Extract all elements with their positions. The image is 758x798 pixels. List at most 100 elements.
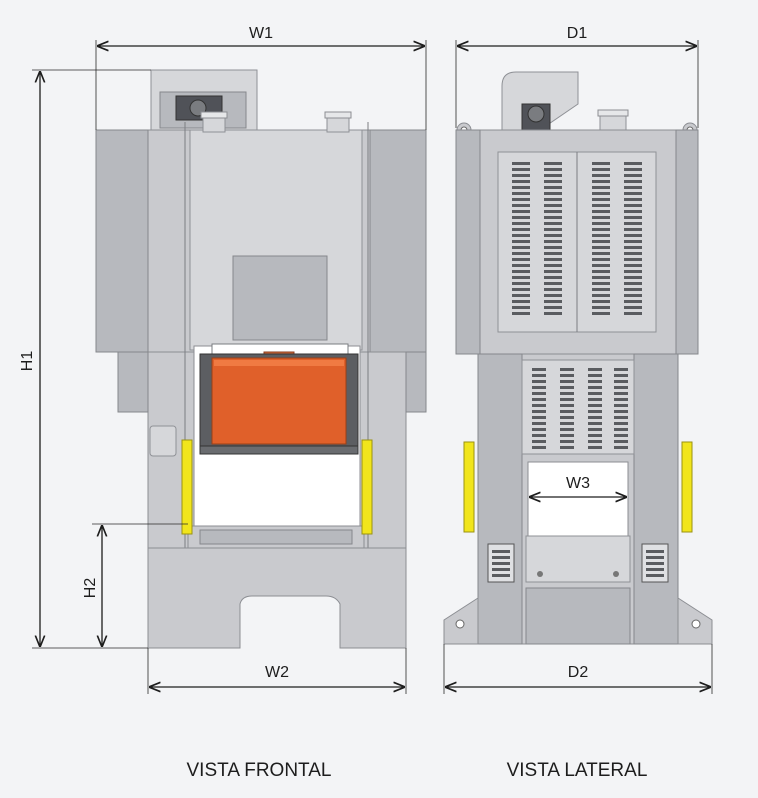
vent-slot — [592, 174, 610, 177]
side-view-machine — [443, 71, 713, 645]
vent-slot — [624, 276, 642, 279]
vent-slot — [560, 404, 574, 407]
vent-slot — [614, 434, 628, 437]
vent-slot — [544, 264, 562, 267]
vent-slot — [544, 270, 562, 273]
vent-slot — [592, 162, 610, 165]
vent-slot — [624, 174, 642, 177]
vent-slot — [532, 386, 546, 389]
vent-slot — [532, 434, 546, 437]
vent-slot — [544, 306, 562, 309]
vent-slot — [512, 300, 530, 303]
vent-slot — [588, 446, 602, 449]
vent-slot — [492, 556, 510, 559]
vent-slot — [544, 246, 562, 249]
vent-slot — [512, 258, 530, 261]
vent-slot — [532, 392, 546, 395]
vent-slot — [588, 392, 602, 395]
vent-slot — [544, 216, 562, 219]
vent-slot — [492, 574, 510, 577]
vent-slot — [592, 216, 610, 219]
vent-slot — [532, 422, 546, 425]
vent-slot — [512, 216, 530, 219]
vent-slot — [614, 428, 628, 431]
vent-slot — [592, 282, 610, 285]
vent-slot — [588, 404, 602, 407]
vent-slot — [512, 264, 530, 267]
vent-slot — [544, 168, 562, 171]
vent-slot — [544, 240, 562, 243]
vent-slot — [544, 288, 562, 291]
vent-slot — [646, 550, 664, 553]
vent-slot — [512, 288, 530, 291]
vent-slot — [592, 252, 610, 255]
vent-slot — [544, 210, 562, 213]
vent-slot — [544, 162, 562, 165]
vent-slot — [512, 306, 530, 309]
vent-slot — [588, 440, 602, 443]
vent-slot — [624, 228, 642, 231]
vent-slot — [512, 168, 530, 171]
vent-slot — [646, 562, 664, 565]
vent-slot — [560, 428, 574, 431]
vent-slot — [560, 386, 574, 389]
w3-label: W3 — [566, 475, 590, 492]
vent-slot — [592, 276, 610, 279]
vent-slot — [532, 428, 546, 431]
vent-slot — [532, 440, 546, 443]
vent-slot — [614, 368, 628, 371]
vent-slot — [512, 234, 530, 237]
vent-slot — [492, 550, 510, 553]
vent-slot — [492, 562, 510, 565]
vent-slot — [624, 246, 642, 249]
vent-slot — [614, 410, 628, 413]
vent-slot — [592, 228, 610, 231]
vent-slot — [512, 204, 530, 207]
vent-slot — [624, 240, 642, 243]
vent-slot — [512, 246, 530, 249]
vent-slot — [592, 288, 610, 291]
vent-slot — [624, 216, 642, 219]
vent-slot — [544, 186, 562, 189]
vent-slot — [592, 204, 610, 207]
vent-slot — [624, 162, 642, 165]
vent-slot — [624, 252, 642, 255]
front-view-machine — [95, 69, 427, 649]
vent-slot — [624, 180, 642, 183]
vent-slot — [544, 282, 562, 285]
vent-slot — [532, 410, 546, 413]
vent-slot — [592, 168, 610, 171]
vent-slot — [588, 398, 602, 401]
vent-slot — [592, 306, 610, 309]
vent-slot — [592, 246, 610, 249]
vent-slot — [544, 192, 562, 195]
vent-slot — [614, 422, 628, 425]
vent-slot — [614, 416, 628, 419]
vent-slot — [512, 252, 530, 255]
vent-slot — [544, 222, 562, 225]
vent-slot — [614, 386, 628, 389]
vent-slot — [588, 416, 602, 419]
vent-slot — [560, 392, 574, 395]
vent-slot — [532, 380, 546, 383]
vent-slot — [560, 368, 574, 371]
vent-slot — [512, 228, 530, 231]
vent-slot — [624, 234, 642, 237]
vent-slot — [624, 198, 642, 201]
vent-slot — [614, 374, 628, 377]
vent-slot — [544, 174, 562, 177]
vent-slot — [560, 380, 574, 383]
vent-slot — [592, 180, 610, 183]
vent-slot — [512, 282, 530, 285]
vent-slot — [544, 252, 562, 255]
vent-slot — [624, 222, 642, 225]
h2-label: H2 — [82, 578, 99, 599]
vent-slot — [592, 192, 610, 195]
vent-slot — [532, 446, 546, 449]
vent-slot — [512, 186, 530, 189]
vent-slot — [588, 380, 602, 383]
vent-slot — [544, 228, 562, 231]
vent-slot — [614, 398, 628, 401]
vent-slot — [592, 294, 610, 297]
